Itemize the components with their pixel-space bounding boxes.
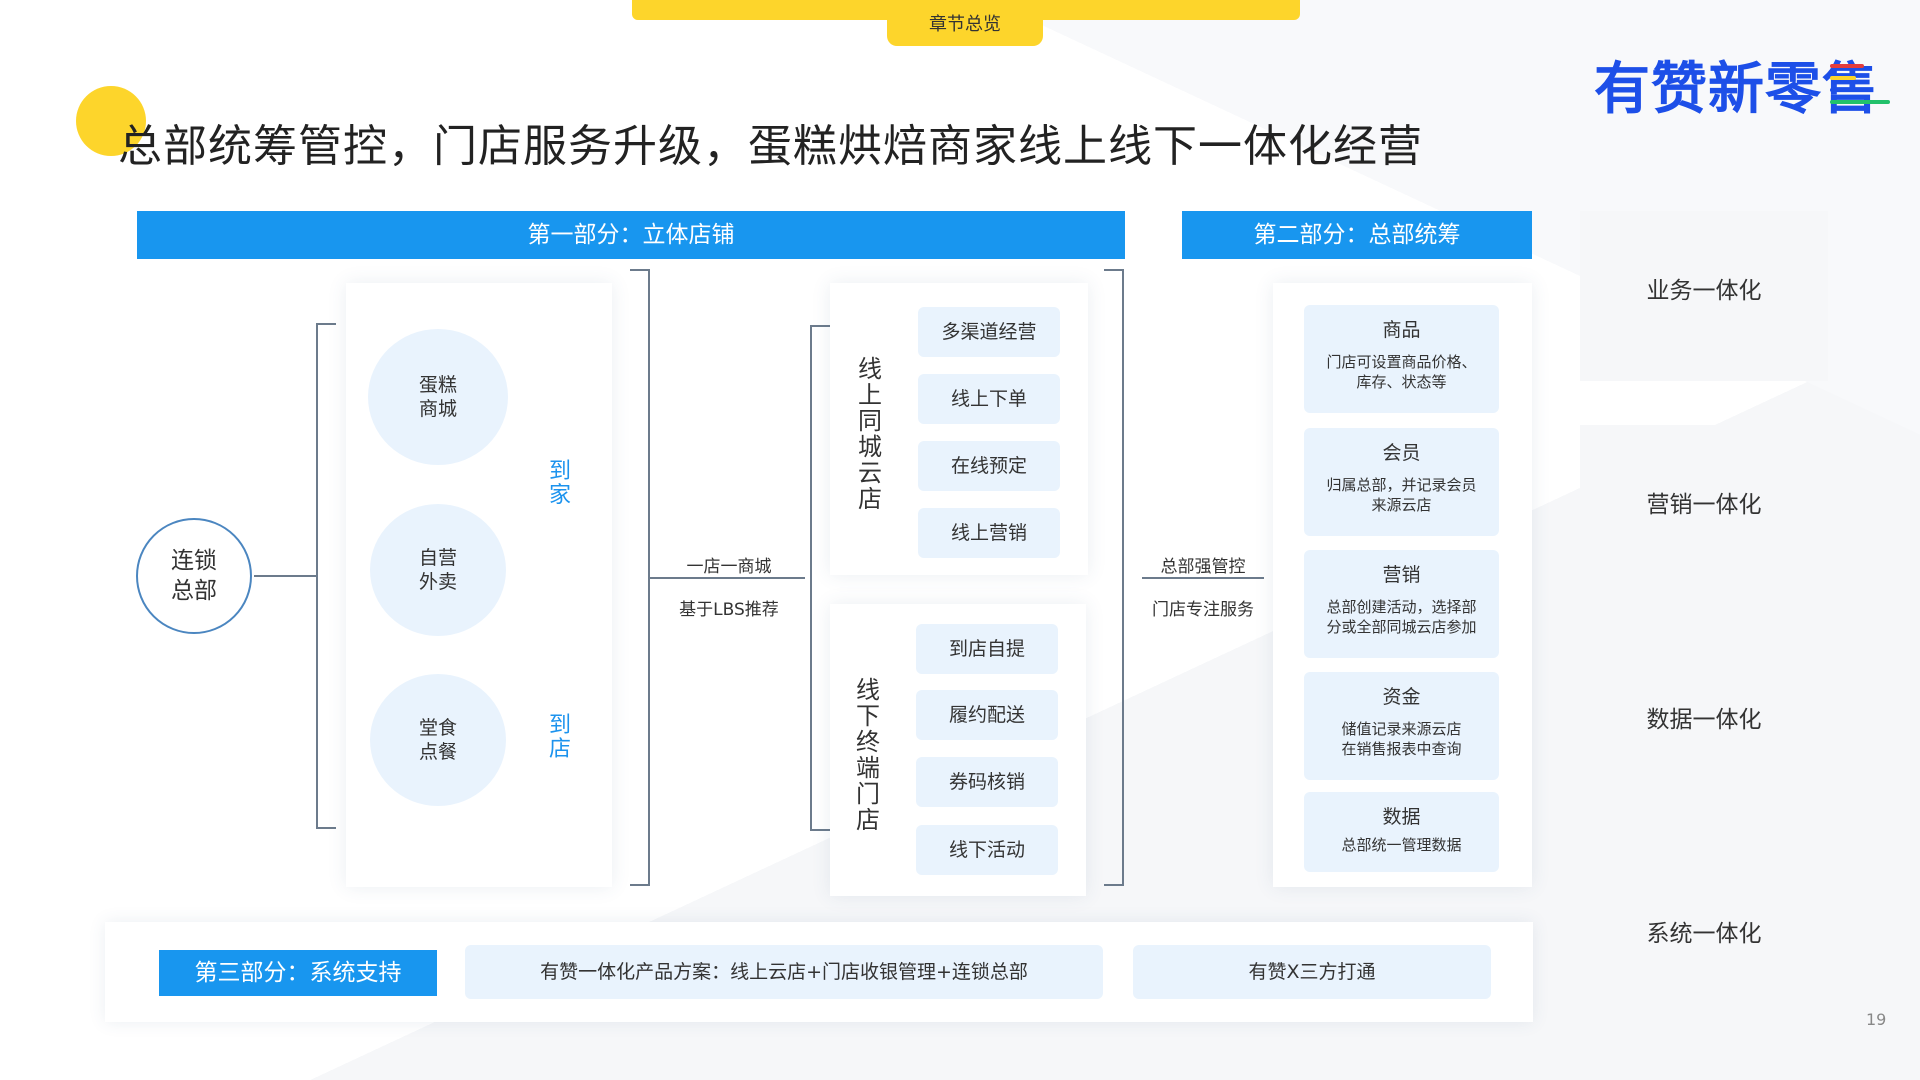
online-order-pill: 线上下单 [918, 374, 1060, 424]
card-marketing-title: 营销 [1382, 564, 1421, 586]
card-member-title: 会员 [1382, 442, 1421, 464]
bracket-store-types [810, 325, 830, 831]
cake-mall-circle: 蛋糕 商城 [368, 329, 508, 465]
third-party-pill: 有赞X三方打通 [1133, 945, 1491, 999]
bracket-part1-end [1104, 269, 1124, 886]
multichannel-pill: 多渠道经营 [918, 307, 1060, 357]
delivery-circle: 自营 外卖 [370, 504, 506, 636]
part2-header: 第二部分：总部统筹 [1182, 211, 1532, 259]
card-member: 会员 归属总部，并记录会员 来源云店 [1304, 428, 1499, 536]
logo-stripes-icon [1830, 62, 1890, 108]
dine-in-circle: 堂食 点餐 [370, 674, 506, 806]
card-data-title: 数据 [1382, 806, 1421, 828]
connector-line [254, 575, 316, 577]
lbs-recommend-label: 基于LBS推荐 [679, 600, 779, 620]
system-integration-box: 系统一体化 [1580, 854, 1828, 1024]
page-number: 19 [1866, 1010, 1887, 1029]
card-product-desc: 门店可设置商品价格、 库存、状态等 [1326, 353, 1477, 391]
part3-header: 第三部分：系统支持 [159, 950, 437, 996]
card-marketing: 营销 总部创建活动，选择部 分或全部同城云店参加 [1304, 550, 1499, 658]
offline-group-label: 线下终端门店 [856, 676, 880, 834]
page-title: 总部统筹管控，门店服务升级，蛋糕烘焙商家线上线下一体化经营 [118, 121, 1423, 172]
online-group-label: 线上同城云店 [858, 355, 882, 513]
card-member-desc: 归属总部，并记录会员 来源云店 [1326, 476, 1477, 514]
card-data: 数据 总部统一管理数据 [1304, 792, 1499, 872]
business-integration-box: 业务一体化 [1580, 211, 1828, 381]
hq-control-label: 总部强管控 [1160, 557, 1246, 577]
bracket-left [316, 323, 336, 829]
self-pickup-pill: 到店自提 [916, 624, 1058, 674]
hq-circle: 连锁 总部 [136, 518, 252, 634]
marketing-integration-box: 营销一体化 [1580, 425, 1828, 595]
card-data-desc: 总部统一管理数据 [1341, 836, 1462, 854]
card-funds: 资金 储值记录来源云店 在销售报表中查询 [1304, 672, 1499, 780]
connector-line-mid [650, 577, 805, 579]
card-product-title: 商品 [1382, 319, 1421, 341]
card-funds-desc: 储值记录来源云店 在销售报表中查询 [1341, 720, 1462, 758]
to-store-label: 到店 [548, 713, 571, 762]
one-store-one-mall-label: 一店一商城 [686, 557, 772, 577]
card-product: 商品 门店可设置商品价格、 库存、状态等 [1304, 305, 1499, 413]
card-funds-title: 资金 [1382, 686, 1421, 708]
title-decoration-dot [76, 86, 146, 156]
to-home-label: 到家 [548, 459, 571, 508]
store-service-label: 门店专注服务 [1152, 600, 1254, 620]
connector-line-part2 [1142, 577, 1264, 579]
coupon-redeem-pill: 券码核销 [916, 757, 1058, 807]
online-marketing-pill: 线上营销 [918, 508, 1060, 558]
online-booking-pill: 在线预定 [918, 441, 1060, 491]
part1-header: 第一部分：立体店铺 [137, 211, 1125, 259]
card-marketing-desc: 总部创建活动，选择部 分或全部同城云店参加 [1326, 598, 1477, 636]
solution-pill: 有赞一体化产品方案：线上云店+门店收银管理+连锁总部 [465, 945, 1103, 999]
delivery-fulfillment-pill: 履约配送 [916, 690, 1058, 740]
offline-activity-pill: 线下活动 [916, 825, 1058, 875]
data-integration-box: 数据一体化 [1580, 640, 1828, 810]
bracket-right [630, 269, 650, 886]
chapter-tab[interactable]: 章节总览 [887, 0, 1043, 46]
